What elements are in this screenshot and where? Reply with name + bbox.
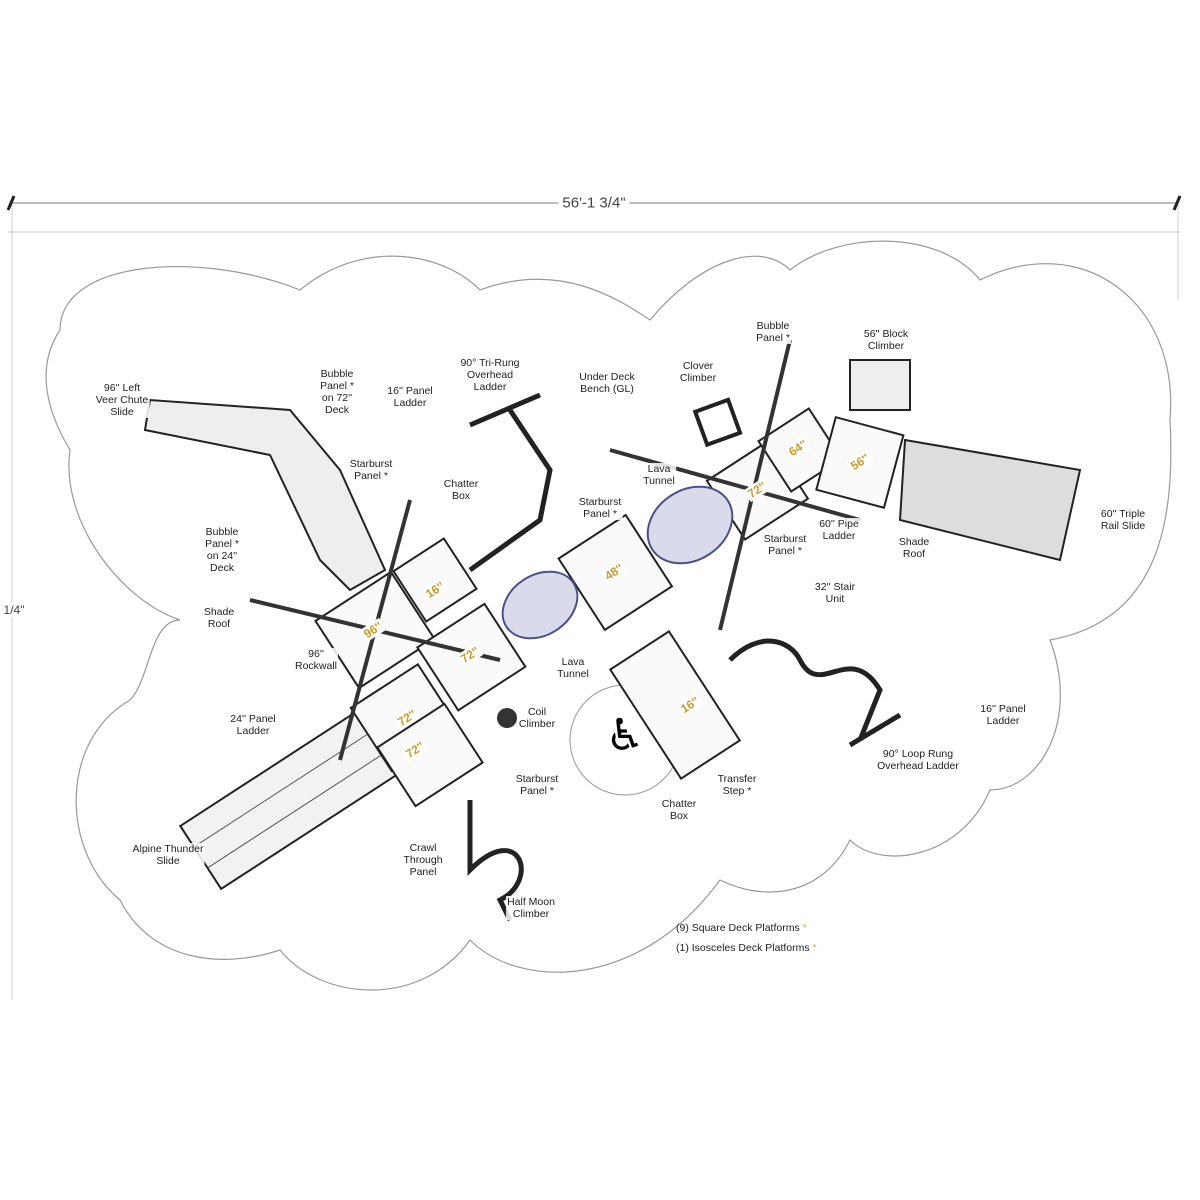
label-starburst-panel: Starburst Panel * (762, 533, 808, 557)
label-starburst-panel: Starburst Panel * (514, 773, 560, 797)
coil-climber (497, 708, 517, 728)
stair-unit (608, 630, 742, 780)
label-coil-climber: Coil Climber (517, 706, 557, 730)
loop-rung-overhead-ladder (728, 638, 902, 748)
accessibility-icon: ♿ (605, 710, 644, 761)
height-dimension: 1/4" (0, 603, 29, 617)
note-text: (1) Isosceles Deck Platforms (676, 942, 810, 954)
dimension-tick (6, 195, 1182, 211)
deck-platforms (314, 407, 905, 808)
note-square-decks: (9) Square Deck Platforms * (676, 922, 807, 934)
label-shade-roof: Shade Roof (202, 606, 236, 630)
label-loop-rung-ladder: 90° Loop Rung Overhead Ladder (876, 748, 960, 772)
lava-tunnel (501, 570, 579, 640)
label-panel-ladder-24: 24'' Panel Ladder (229, 713, 277, 737)
label-lava-tunnel: Lava Tunnel (556, 656, 590, 680)
label-stair-unit: 32'' Stair Unit (813, 581, 857, 605)
half-moon-climber (467, 800, 524, 922)
label-rockwall: 96'' Rockwall (293, 648, 339, 672)
label-panel-ladder: 16'' Panel Ladder (386, 385, 434, 409)
label-lava-tunnel: Lava Tunnel (642, 463, 676, 487)
safety-zone-outline (45, 240, 1172, 991)
label-tri-rung-ladder: 90° Tri-Rung Overhead Ladder (459, 357, 521, 393)
label-starburst-panel: Starburst Panel * (348, 458, 394, 482)
clover-climber (692, 397, 743, 448)
lava-tunnel (646, 485, 734, 565)
label-crawl-through-panel: Crawl Through Panel (402, 842, 444, 878)
triple-rail-slide (898, 438, 1082, 562)
block-climber (849, 359, 911, 411)
veer-chute-slide (143, 398, 387, 592)
label-triple-rail-slide: 60'' Triple Rail Slide (1099, 508, 1147, 532)
label-panel-ladder-16: 16'' Panel Ladder (979, 703, 1027, 727)
label-chatter-box: Chatter Box (442, 478, 480, 502)
label-alpine-thunder-slide: Alpine Thunder Slide (131, 843, 205, 867)
label-bubble-panel: Bubble Panel * (755, 320, 791, 344)
label-pipe-ladder: 60'' Pipe Ladder (818, 518, 860, 542)
label-half-moon-climber: Half Moon Climber (506, 896, 556, 920)
label-starburst-panel: Starburst Panel * (577, 496, 623, 520)
label-shade-roof: Shade Roof (897, 536, 931, 560)
note-text: (9) Square Deck Platforms (676, 922, 800, 934)
label-bubble-panel-72: Bubble Panel * on 72'' Deck (319, 368, 355, 416)
note-isosceles-decks: (1) Isosceles Deck Platforms * (676, 942, 817, 954)
label-block-climber: 56'' Block Climber (862, 328, 910, 352)
label-clover-climber: Clover Climber (678, 360, 718, 384)
label-transfer-step: Transfer Step * (716, 773, 758, 797)
label-veer-chute-slide: 96'' Left Veer Chute Slide (94, 382, 150, 418)
width-dimension: 56'-1 3/4" (558, 194, 630, 212)
asterisk-icon: * (802, 922, 807, 934)
deck-72 (376, 702, 484, 808)
deck-16 (392, 537, 478, 623)
label-under-deck-bench: Under Deck Bench (GL) (578, 371, 636, 395)
asterisk-icon: * (812, 942, 817, 954)
label-chatter-box: Chatter Box (660, 798, 698, 822)
tri-rung-overhead-ladder (468, 392, 553, 573)
label-bubble-panel-24: Bubble Panel * on 24'' Deck (204, 526, 240, 574)
